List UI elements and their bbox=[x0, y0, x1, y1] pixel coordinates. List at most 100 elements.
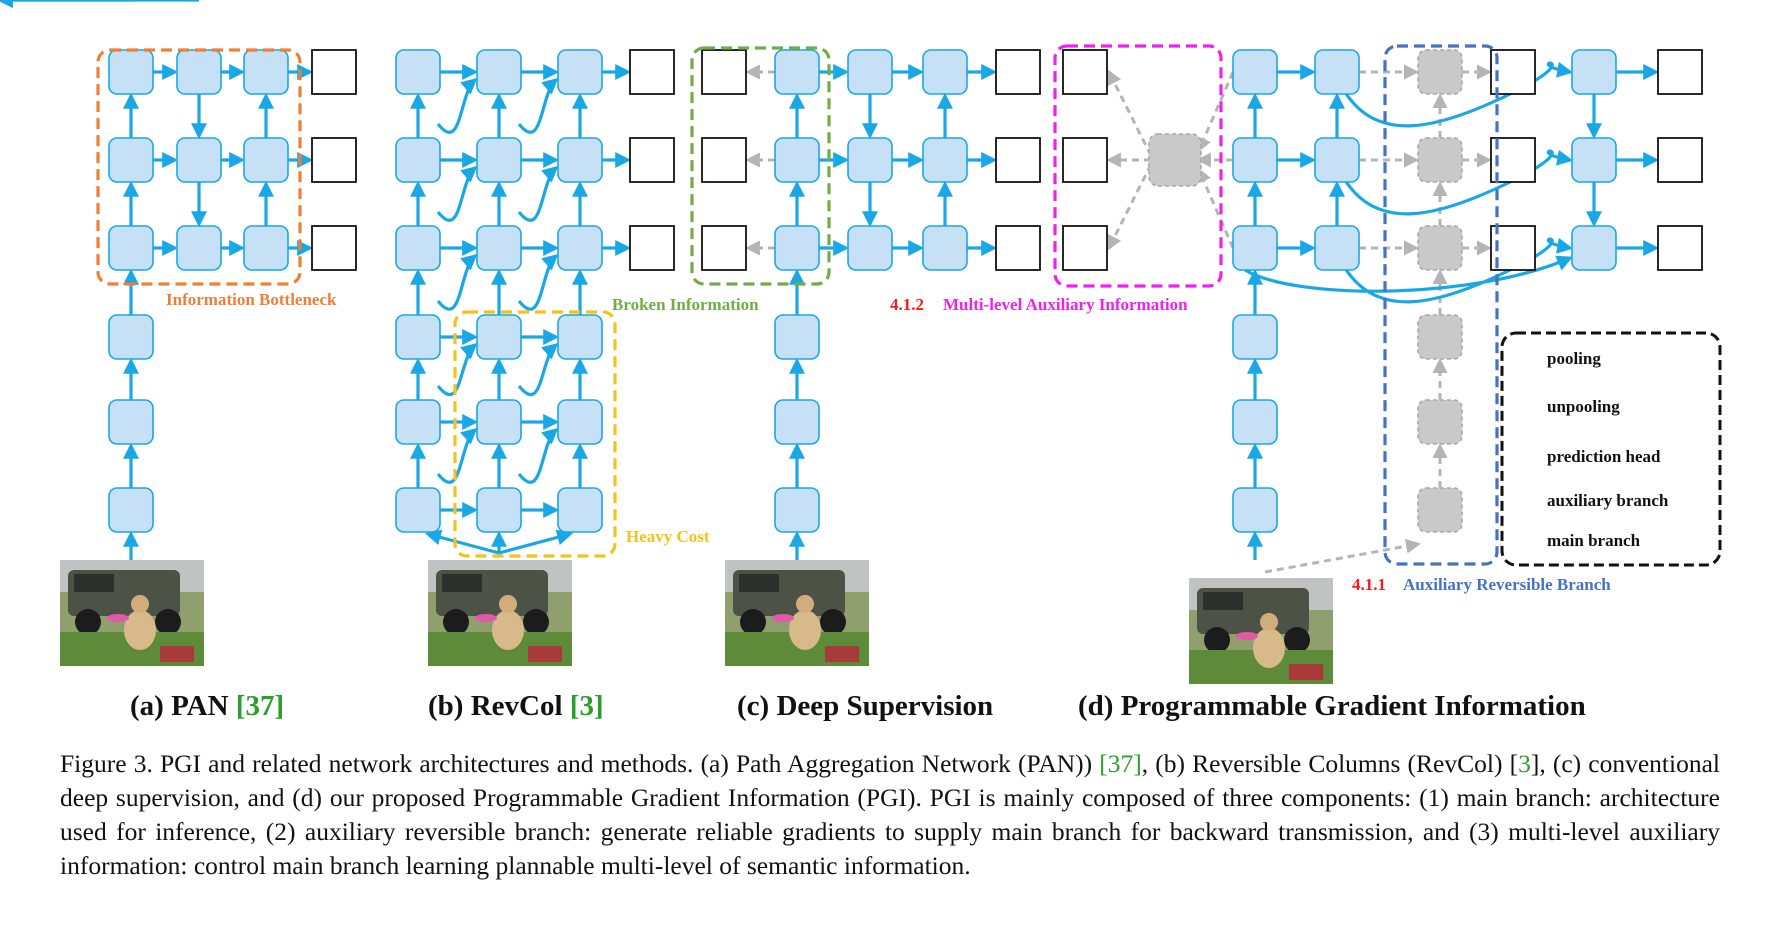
prediction-head bbox=[995, 49, 1041, 95]
prediction-head bbox=[311, 225, 357, 271]
broken-information-label: Broken Information bbox=[612, 295, 759, 314]
arrow bbox=[498, 529, 574, 555]
main-branch-block bbox=[557, 487, 603, 533]
main-branch-block bbox=[557, 314, 603, 360]
legend-item-label: prediction head bbox=[1547, 447, 1661, 466]
panel-title-pan: (a) PAN [37] bbox=[130, 690, 285, 722]
heavy-cost-region bbox=[453, 310, 617, 558]
prediction-head bbox=[1657, 137, 1703, 183]
reversible-number: 4.1.1 bbox=[1352, 575, 1386, 594]
legend-item-label: unpooling bbox=[1547, 397, 1620, 416]
legend-item-label: pooling bbox=[1547, 349, 1601, 368]
skip-connection bbox=[517, 165, 559, 222]
skip-connection bbox=[436, 77, 478, 134]
prediction-head bbox=[1657, 225, 1703, 271]
skip-connection bbox=[517, 427, 559, 484]
main-branch-block bbox=[176, 49, 222, 95]
citation: [37] bbox=[235, 690, 285, 722]
main-branch-block bbox=[395, 49, 441, 95]
aux-arrow bbox=[1264, 538, 1421, 574]
heavy-cost-label: Heavy Cost bbox=[626, 527, 710, 546]
main-branch-block bbox=[922, 49, 968, 95]
information-bottleneck-label: Information Bottleneck bbox=[166, 290, 337, 309]
main-branch-block bbox=[1571, 137, 1617, 183]
reversible-label: Auxiliary Reversible Branch bbox=[1403, 575, 1611, 594]
prediction-head bbox=[1062, 49, 1108, 95]
skip-connection bbox=[517, 77, 559, 134]
main-branch-block bbox=[1571, 49, 1617, 95]
main-branch-block bbox=[108, 49, 154, 95]
multi-level-number: 4.1.2 bbox=[890, 295, 924, 314]
auxiliary-branch-block bbox=[1417, 225, 1463, 271]
skip-connection bbox=[517, 253, 559, 311]
aux-arrow bbox=[1107, 163, 1153, 251]
main-branch-block bbox=[476, 49, 522, 95]
main-branch-block bbox=[1314, 137, 1360, 183]
main-branch-block bbox=[1232, 399, 1278, 445]
prediction-head bbox=[701, 49, 747, 95]
main-branch-block bbox=[395, 137, 441, 183]
auxiliary-branch-block bbox=[1417, 49, 1463, 95]
main-branch-block bbox=[1314, 49, 1360, 95]
auxiliary-branch-block bbox=[1417, 487, 1463, 533]
main-branch-block bbox=[1314, 225, 1360, 271]
main-branch-block bbox=[476, 399, 522, 445]
prediction-head bbox=[629, 137, 675, 183]
main-branch-block bbox=[774, 399, 820, 445]
auxiliary-branch-block bbox=[1417, 399, 1463, 445]
main-branch-block bbox=[108, 225, 154, 271]
prediction-head bbox=[311, 137, 357, 183]
main-branch-block bbox=[1232, 314, 1278, 360]
input-image-pan bbox=[60, 560, 204, 666]
main-branch-block bbox=[1571, 225, 1617, 271]
main-branch-block bbox=[243, 225, 289, 271]
prediction-head bbox=[629, 49, 675, 95]
figure-caption: Figure 3. PGI and related network archit… bbox=[60, 749, 1720, 880]
main-branch-block bbox=[108, 137, 154, 183]
main-branch-block bbox=[774, 314, 820, 360]
main-branch-block bbox=[476, 137, 522, 183]
aux-arrow bbox=[1196, 167, 1235, 249]
main-branch-block bbox=[1232, 487, 1278, 533]
main-branch-block bbox=[847, 137, 893, 183]
broken-information-region bbox=[690, 46, 831, 286]
aux-arrow bbox=[1107, 69, 1153, 157]
information-bottleneck-region bbox=[96, 48, 302, 286]
main-branch-block bbox=[1232, 137, 1278, 183]
main-branch-block bbox=[774, 137, 820, 183]
main-branch-block bbox=[774, 487, 820, 533]
main-branch-block bbox=[476, 225, 522, 271]
prediction-head bbox=[1657, 49, 1703, 95]
main-branch-block bbox=[395, 487, 441, 533]
prediction-head bbox=[311, 49, 357, 95]
skip-connection bbox=[1244, 255, 1573, 293]
input-image-pgi bbox=[1189, 578, 1333, 684]
main-branch-block bbox=[847, 225, 893, 271]
main-branch-block bbox=[108, 314, 154, 360]
multi-level-auxiliary-region bbox=[1053, 44, 1223, 288]
main-branch-block bbox=[1232, 49, 1278, 95]
main-branch-block bbox=[395, 399, 441, 445]
main-branch-block bbox=[108, 487, 154, 533]
legend-box bbox=[1500, 331, 1722, 567]
panel-title-revcol: (b) RevCol [3] bbox=[428, 690, 604, 722]
main-branch-block bbox=[395, 314, 441, 360]
main-branch-block bbox=[476, 314, 522, 360]
input-image-deep-supervision bbox=[725, 560, 869, 666]
main-branch-block bbox=[476, 487, 522, 533]
aux-arrow bbox=[1196, 71, 1235, 153]
prediction-head bbox=[1062, 225, 1108, 271]
skip-connection bbox=[436, 165, 478, 222]
main-branch-block bbox=[922, 137, 968, 183]
prediction-head bbox=[701, 137, 747, 183]
main-branch-block bbox=[176, 137, 222, 183]
auxiliary-hub-block bbox=[1148, 133, 1202, 187]
main-branch-block bbox=[108, 399, 154, 445]
main-branch-block bbox=[243, 49, 289, 95]
main-branch-block bbox=[557, 399, 603, 445]
main-branch-block bbox=[1232, 225, 1278, 271]
skip-connection bbox=[436, 342, 478, 397]
main-branch-block bbox=[395, 225, 441, 271]
panel-title-deep-supervision: (c) Deep Supervision bbox=[737, 690, 994, 722]
